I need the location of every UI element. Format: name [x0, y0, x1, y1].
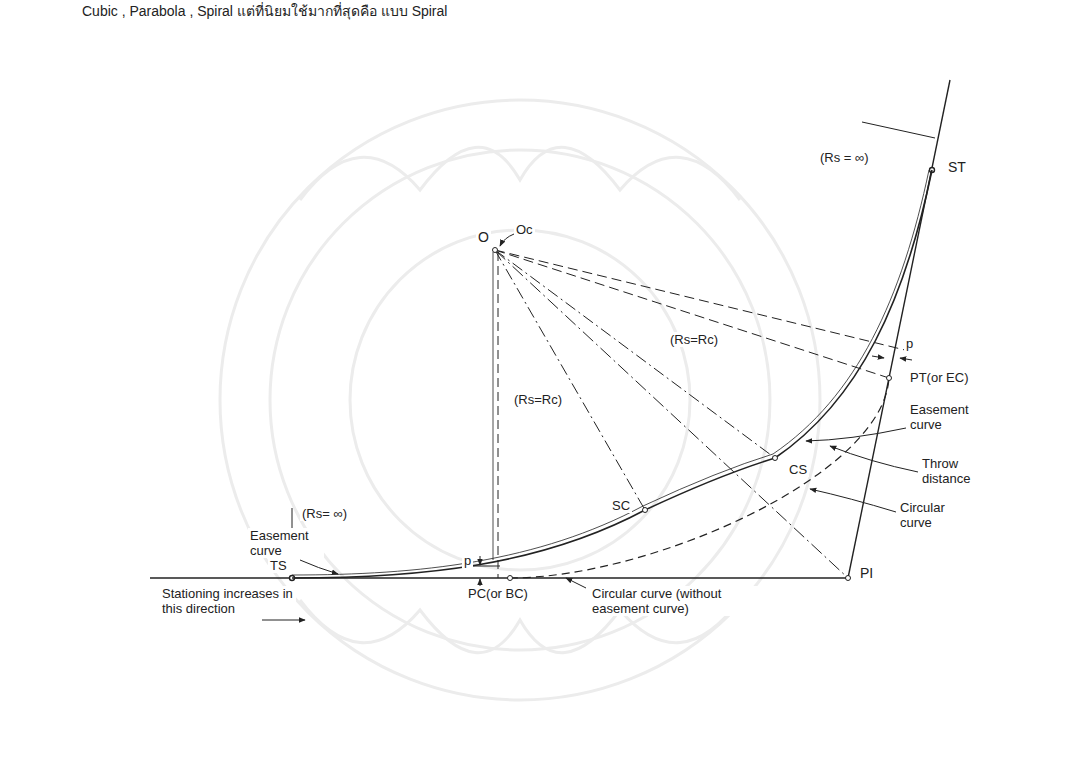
point-label: PC(or BC) [466, 586, 530, 601]
header-note: Cubic , Parabola , Spiral แต่ที่นิยมใช้ม… [80, 4, 449, 19]
leader-line [300, 560, 338, 574]
point-label: CS [787, 462, 809, 477]
easement-curve [292, 170, 932, 578]
direction-arrow [262, 620, 305, 621]
point-label: p [904, 336, 915, 351]
point-label: PI [858, 566, 875, 581]
radius-line [495, 250, 905, 350]
p-dimension [900, 358, 912, 360]
point-label: PT(or EC) [908, 370, 971, 385]
watermark [220, 100, 820, 700]
leader-line [500, 234, 514, 246]
radius-line [495, 250, 775, 458]
center-point [493, 248, 498, 253]
p-dimension [470, 566, 500, 567]
point-label: Circular curve (without easement curve) [590, 586, 764, 616]
leader-line [806, 428, 906, 441]
point-label: Oc [514, 222, 535, 237]
point-label: (Rs=Rc) [512, 392, 564, 407]
leader-line [830, 446, 918, 472]
point-label: Throw distance [920, 456, 994, 486]
point-label: Easement curve [908, 402, 984, 432]
circular-curve [510, 378, 889, 578]
point-label: p [462, 553, 473, 568]
leader-line [566, 578, 586, 588]
radius-line [498, 252, 499, 578]
radius-line [495, 250, 889, 378]
leader-line [810, 489, 896, 512]
p-dimension [480, 556, 481, 565]
point-label: ST [946, 160, 968, 175]
point-label: Circular curve [898, 500, 966, 530]
p-dimension [872, 356, 884, 358]
radius-line [495, 250, 848, 578]
easement-curve-edge [292, 170, 929, 575]
point-label: Stationing increases in this direction [160, 586, 296, 616]
st-tick [862, 122, 935, 138]
point-label: (Rs= ∞) [300, 506, 349, 521]
radius-line [493, 252, 494, 560]
point-label: O [476, 230, 491, 245]
point-label: (Rs = ∞) [818, 150, 871, 165]
radius-line [495, 250, 645, 510]
cs-point [773, 456, 778, 461]
point-label: (Rs=Rc) [668, 332, 720, 347]
point-label: Easement curve [248, 528, 324, 558]
pt-point [887, 376, 892, 381]
back-tangent [150, 577, 848, 578]
pi-point [846, 576, 851, 581]
pc-point [508, 576, 513, 581]
point-label: TS [268, 558, 289, 573]
sc-point [643, 508, 648, 513]
point-label: SC [610, 498, 632, 513]
